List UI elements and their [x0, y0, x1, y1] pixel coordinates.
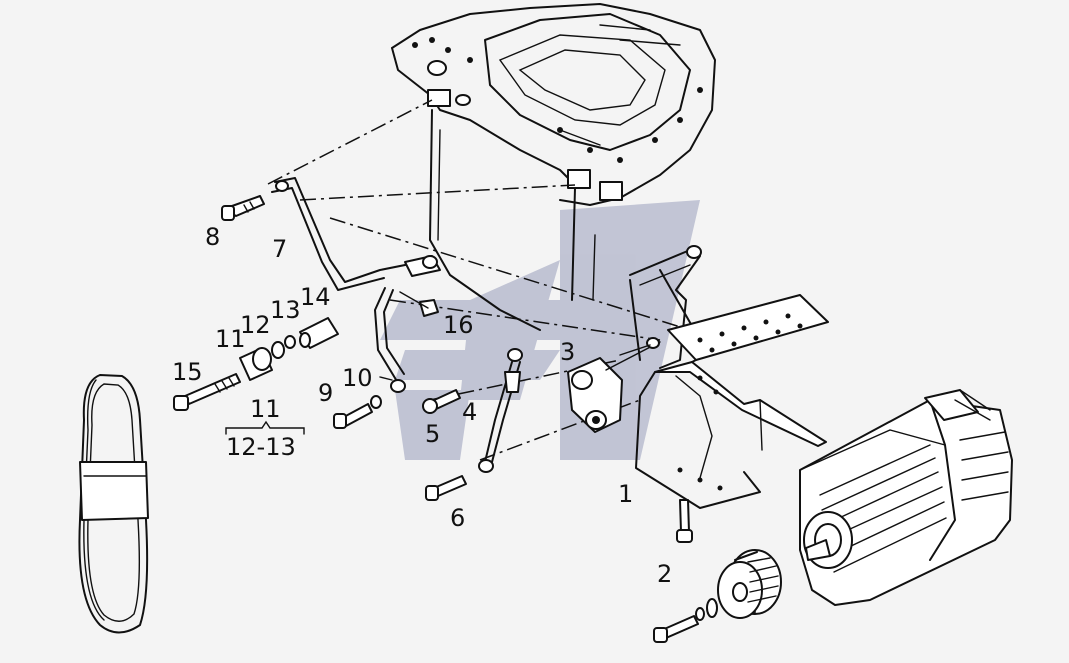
- assembly-center-lines: [267, 99, 691, 461]
- callout-10: 10: [342, 364, 373, 392]
- link-part-4: [478, 348, 523, 473]
- engine-block: [391, 3, 716, 361]
- callout-13: 13: [270, 296, 301, 324]
- callout-12: 12: [240, 311, 271, 339]
- upper-arm-bracket: [629, 245, 702, 369]
- pulley-fastener: [653, 598, 718, 643]
- callout-7: 7: [272, 235, 288, 263]
- callout-2: 2: [657, 560, 673, 588]
- long-bolt-part-15: [173, 373, 241, 411]
- bracket-rod-part-7: [271, 177, 441, 291]
- kit-label-bottom: 12-13: [226, 433, 296, 461]
- bolt-part-5: [422, 389, 461, 414]
- alternator-pulley: [717, 549, 782, 619]
- bolt-part-2: [676, 499, 693, 543]
- callout-1: 1: [618, 480, 634, 508]
- kit-label-top: 11: [250, 395, 281, 423]
- bracket-holes: [677, 313, 803, 491]
- mounting-bracket-part-1: [635, 294, 829, 509]
- leader-lines: [379, 344, 651, 381]
- bolt-part-8: [221, 195, 265, 221]
- callout-16: 16: [443, 311, 474, 339]
- nut-part-16: [399, 291, 439, 317]
- bolt-part-6: [425, 475, 467, 501]
- callout-5: 5: [425, 420, 441, 448]
- v-belt: [78, 374, 149, 634]
- tensioner-parts-11-14: [239, 317, 339, 381]
- alternator: [799, 389, 1013, 606]
- callout-3: 3: [560, 338, 576, 366]
- callout-11: 11: [215, 325, 246, 353]
- callout-8: 8: [205, 223, 221, 251]
- callout-15: 15: [172, 358, 203, 386]
- callout-14: 14: [300, 283, 331, 311]
- pivot-clamp-part-3: [567, 337, 661, 433]
- kit-bracket: [225, 420, 305, 435]
- bolt-part-9: [333, 395, 382, 429]
- callout-4: 4: [462, 398, 478, 426]
- tension-rod-part-10: [374, 287, 406, 393]
- callout-6: 6: [450, 504, 466, 532]
- callout-9: 9: [318, 379, 334, 407]
